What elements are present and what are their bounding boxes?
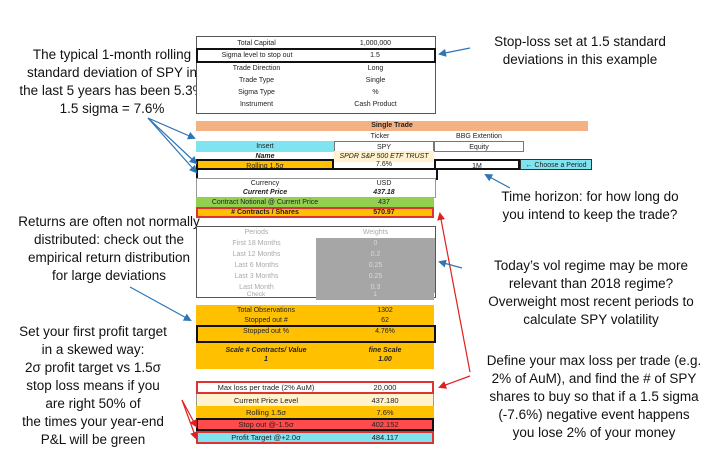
rolling-sigma-summary-label: Rolling 1.5σ xyxy=(245,408,287,417)
arrow-stoploss-to-sigma xyxy=(438,47,471,57)
bbg-column-header: BBG Extention xyxy=(456,133,502,140)
sigma-type-label: Sigma Type xyxy=(238,89,275,96)
single-trade-header: Single Trade xyxy=(196,121,588,131)
weights-table: Periods Weights First 18 Months 0 Last 12 … xyxy=(196,226,436,298)
profit-target-value: 484.117 xyxy=(371,433,399,442)
arrow-maxloss-to-row xyxy=(438,375,471,389)
arrow-profit-to-target xyxy=(181,399,198,440)
instrument-value[interactable]: Cash Product xyxy=(354,101,397,108)
arrow-profit-to-stop xyxy=(181,399,197,428)
weight-period: Last 6 Months xyxy=(234,262,279,269)
periods-header: Periods xyxy=(244,229,269,236)
arrow-sd-to-trade xyxy=(147,117,196,140)
scale-contracts-value[interactable]: 1 xyxy=(264,356,268,363)
weight-value[interactable]: 0.3 xyxy=(316,282,435,293)
stopped-out-count-value: 62 xyxy=(381,317,389,324)
total-capital-value[interactable]: 1,000,000 xyxy=(359,40,392,47)
arrow-sd-to-rolling xyxy=(147,117,198,165)
trade-type-label: Trade Type xyxy=(238,77,275,84)
max-loss-value[interactable]: 20,000 xyxy=(373,383,397,392)
weights-header: Weights xyxy=(362,229,389,236)
stop-out-label: Stop out @-1.5σ xyxy=(238,420,294,429)
scale-contracts-label: Scale # Contracts/ Value xyxy=(225,347,307,354)
total-observations-label: Total Observations xyxy=(237,307,295,314)
weight-value[interactable]: 0.2 xyxy=(316,249,435,260)
trade-direction-label: Trade Direction xyxy=(232,65,281,72)
sigma-level-value[interactable]: 1.5 xyxy=(370,52,380,59)
arrow-sd-to-row xyxy=(147,117,198,174)
contracts-row xyxy=(196,207,434,218)
max-loss-label: Max loss per trade (2% AuM) xyxy=(217,383,315,392)
currency-label: Currency xyxy=(250,180,280,187)
instrument-label: Instrument xyxy=(239,101,274,108)
contract-notional-label: Contract Notional @ Current Price xyxy=(196,197,334,208)
current-price-level-label: Current Price Level xyxy=(233,396,299,405)
current-price-label: Current Price xyxy=(242,189,288,196)
weight-value[interactable]: 0 xyxy=(316,238,435,249)
weights-check-value: 1 xyxy=(316,289,434,300)
contracts-label: # Contracts / Shares xyxy=(231,209,299,216)
rolling-sigma-summary-value: 7.6% xyxy=(376,408,394,417)
ticker-column-header: Ticker xyxy=(370,133,390,140)
instrument-name: SPDR S&P 500 ETF TRUST xyxy=(334,151,434,162)
current-price-value: 437.18 xyxy=(373,189,395,196)
max-loss-row xyxy=(196,381,434,394)
arrow-maxloss-to-contracts xyxy=(437,212,471,373)
currency-value: USD xyxy=(376,180,392,187)
stopped-out-pct-value: 4.76% xyxy=(375,328,395,335)
arrow-horizon-to-period xyxy=(484,174,511,189)
choose-period-hint: ← Choose a Period xyxy=(520,159,592,170)
weight-value[interactable]: 0.25 xyxy=(316,260,435,271)
period-select[interactable]: 1M xyxy=(434,159,520,170)
annotation-max-loss: Define your max loss per trade (e.g.2% o… xyxy=(486,353,702,440)
weight-period: Last 12 Months xyxy=(232,251,281,258)
contracts-value: 570.97 xyxy=(373,209,395,216)
stopped-out-pct-label: Stopped out % xyxy=(243,328,289,335)
observations-box xyxy=(196,305,434,369)
profit-target-label: Profit Target @+2.0σ xyxy=(231,433,301,442)
current-price-level-value: 437.180 xyxy=(371,396,399,405)
fine-scale-value[interactable]: 1.00 xyxy=(378,356,392,363)
stopped-out-count-label: Stopped out # xyxy=(244,317,288,324)
total-observations-value: 1302 xyxy=(377,307,393,314)
stopped-out-pct-row xyxy=(196,325,436,343)
arrow-vol-to-weights xyxy=(438,259,463,269)
arrow-returns-to-stopped xyxy=(129,286,192,321)
weight-period: Last 3 Months xyxy=(234,273,279,280)
current-price-row xyxy=(196,394,434,406)
fine-scale-label: fine Scale xyxy=(368,347,402,354)
trade-type-value[interactable]: Single xyxy=(365,77,386,84)
bbg-extension-input[interactable]: Equity xyxy=(434,141,524,152)
sigma-level-label: Sigma level to stop out xyxy=(221,52,293,59)
trade-direction-value[interactable]: Long xyxy=(367,65,384,72)
sigma-level-row: Sigma level to stop out 1.5 xyxy=(196,48,436,63)
weight-period: Last Month xyxy=(239,284,274,291)
weight-period: First 18 Months xyxy=(232,240,281,247)
total-capital-label: Total Capital xyxy=(237,40,276,47)
insert-label: Insert xyxy=(196,141,334,152)
weights-check-label: Check xyxy=(246,291,266,298)
rolling-sigma-value: 7.6% xyxy=(376,161,392,168)
stop-out-row xyxy=(196,418,434,431)
name-label: Name xyxy=(255,153,275,160)
rolling-sigma-summary-row xyxy=(196,406,434,418)
sigma-type-value[interactable]: % xyxy=(372,89,379,96)
contract-notional-value: 437 xyxy=(334,197,434,208)
stop-out-value: 402.152 xyxy=(371,420,399,429)
weight-value[interactable]: 0.25 xyxy=(316,271,435,282)
